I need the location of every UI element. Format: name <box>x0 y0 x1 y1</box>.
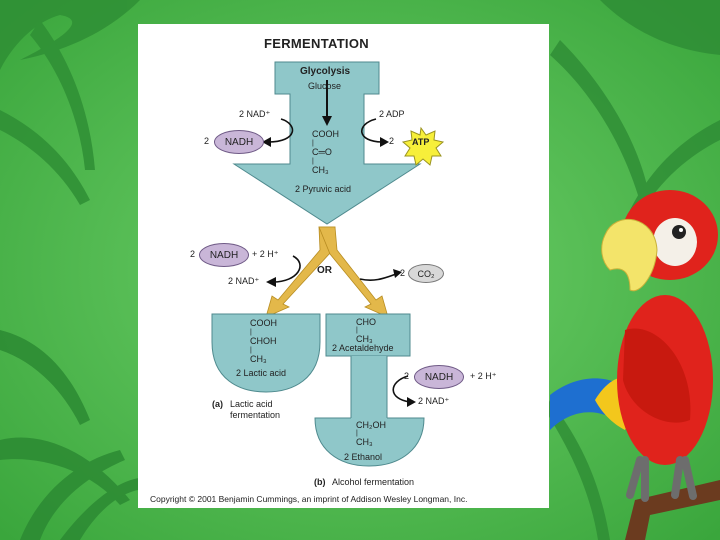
alcohol-nad-out-label: 2 NAD⁺ <box>418 396 450 406</box>
co2-curve-arrow <box>359 273 397 281</box>
ethanol-line-1: CH₂OH <box>356 420 386 430</box>
parrot-illustration <box>550 190 720 540</box>
branch-nadh-coef: 2 <box>190 249 196 259</box>
acetaldehyde-line-2: CH₃ <box>356 334 373 344</box>
nad-in-label: 2 NAD⁺ <box>239 109 271 119</box>
glucose-label: Glucose <box>308 81 342 91</box>
ethanol-structure: CH₂OH | CH₃ <box>356 420 386 447</box>
lactic-acid-label: 2 Lactic acid <box>236 368 287 378</box>
nadh-coef: 2 <box>204 136 210 146</box>
lactic-line-2: CHOH <box>250 336 277 346</box>
lactic-caption-line2: fermentation <box>230 410 281 420</box>
atp-coef: 2 <box>389 136 395 146</box>
nad-curve-arrow <box>267 118 294 143</box>
alcohol-caption-tag: (b) <box>314 477 326 487</box>
adp-in-label: 2 ADP <box>379 109 405 119</box>
lactic-bond-2: | <box>250 347 252 354</box>
alcohol-nadh-coef: 2 <box>404 371 410 381</box>
co2-oval: CO₂ <box>408 264 444 283</box>
pyruvate-line-3: CH₃ <box>312 165 329 175</box>
atp-label: ATP <box>412 137 430 147</box>
nadh-oval: NADH <box>214 130 264 154</box>
pyruvate-structure: COOH | C═O | CH₃ <box>312 129 352 176</box>
lactic-caption-tag: (a) <box>212 399 223 409</box>
lactic-caption-line1: Lactic acid <box>230 399 273 409</box>
glycolysis-heading: Glycolysis <box>300 66 351 77</box>
parrot-beak <box>601 219 658 292</box>
left-nadh-curve-arrow <box>272 255 301 283</box>
palm-leaves-bottomleft <box>0 330 140 540</box>
branch-arrows <box>265 226 389 318</box>
lactic-line-1: COOH <box>250 318 277 328</box>
parrot-face-patch <box>653 218 697 266</box>
branch-h-label: + 2 H⁺ <box>252 249 279 259</box>
figure-title: FERMENTATION <box>264 36 369 51</box>
co2-coef: 2 <box>400 268 406 278</box>
lactic-acid-bowl <box>211 313 321 393</box>
pyruvate-bond-1: | <box>312 140 314 147</box>
acetaldehyde-line-1: CHO <box>356 317 376 327</box>
alcohol-caption: Alcohol fermentation <box>332 477 415 487</box>
fermentation-figure: FERMENTATION Glycolysis Glucose 2 NAD⁺ 2… <box>138 24 549 508</box>
pyruvate-line-1: COOH <box>312 129 339 139</box>
acetaldehyde-box <box>325 313 411 357</box>
lactic-structure: COOH | CHOH | CH₃ <box>250 318 277 365</box>
parrot-feet <box>626 456 697 502</box>
lactic-bond-1: | <box>250 329 252 336</box>
diagram-shapes <box>211 61 445 467</box>
ethanol-bowl <box>314 417 425 467</box>
acetaldehyde-label: 2 Acetaldehyde <box>332 343 394 353</box>
lactic-line-3: CH₃ <box>250 354 267 364</box>
or-label: OR <box>317 265 332 276</box>
pyruvic-acid-label: 2 Pyruvic acid <box>295 184 352 194</box>
branch-nad-out-label: 2 NAD⁺ <box>228 276 260 286</box>
ethanol-label: 2 Ethanol <box>344 452 383 462</box>
pyruvate-bond-2: | <box>312 158 314 165</box>
ethanol-bowl-neck <box>351 356 387 420</box>
pyruvate-line-2: C═O <box>312 147 332 157</box>
acetaldehyde-structure: CHO | CH₃ <box>356 317 376 344</box>
ethanol-line-2: CH₃ <box>356 437 373 447</box>
atp-star <box>401 126 445 166</box>
parrot-wing-red <box>623 328 691 423</box>
copyright-line: Copyright © 2001 Benjamin Cummings, an i… <box>150 494 468 504</box>
ethanol-bond-1: | <box>356 430 358 437</box>
parrot-eye <box>672 225 686 239</box>
branch-nadh-oval: NADH <box>199 243 249 267</box>
acetaldehyde-bond-1: | <box>356 327 358 334</box>
palm-leaves-topleft <box>0 0 140 205</box>
palm-leaves-right <box>545 0 720 540</box>
alcohol-nadh-oval: NADH <box>414 365 464 389</box>
alcohol-h-label: + 2 H⁺ <box>470 371 497 381</box>
glycolysis-funnel <box>232 61 422 225</box>
alcohol-nadh-curve-arrow <box>392 375 411 403</box>
adp-curve-arrow <box>361 118 384 143</box>
